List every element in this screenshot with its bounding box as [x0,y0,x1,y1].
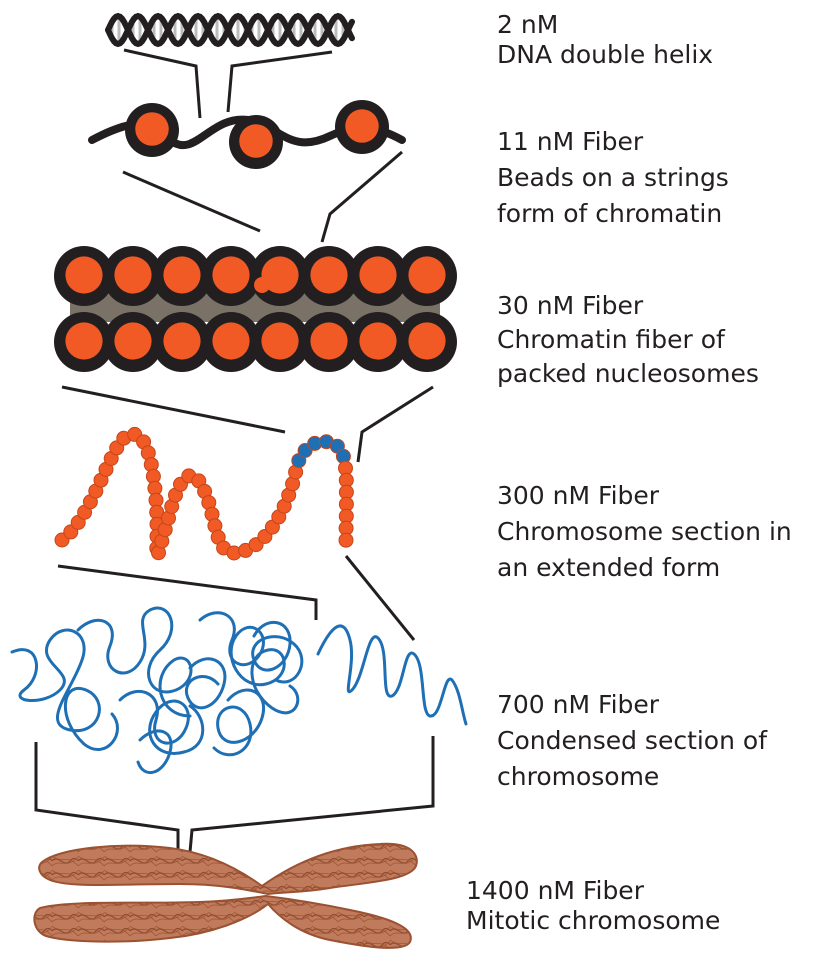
nucleosome [397,246,457,306]
level-2nm-label: 2 nM DNA double helix [497,10,713,70]
nucleosome [229,115,283,169]
nucleosome [335,100,389,154]
histone-core [212,256,249,293]
300nm-fiber [55,427,353,560]
histone-core [212,322,249,359]
level-size: 1400 nM Fiber [466,876,720,906]
condensed-strand-5 [214,690,264,755]
histone-core [114,256,151,293]
level-description: Mitotic chromosome [466,906,720,936]
condensed-chromosome-section [12,608,466,773]
level-30nm-label: 30 nM Fiber Chromatin fiber of packed nu… [497,291,759,389]
condensed-strand-7 [186,659,225,708]
level-description: Condensed section of [497,726,767,756]
level-700nm-label: 700 nM Fiber Condensed section of chromo… [497,690,767,792]
level-11nm-label: 11 nM Fiber Beads on a strings form of c… [497,127,729,229]
level-300nm-label: 300 nM Fiber Chromosome section in an ex… [497,481,792,583]
level-size: 300 nM Fiber [497,481,792,511]
level-description: form of chromatin [497,199,729,229]
extended-coil [318,626,466,724]
histone-core [65,256,102,293]
condensed-strand-1 [12,630,117,749]
nucleosome [397,312,457,372]
mitotic-chromosome [34,844,417,948]
histone-core [345,109,378,142]
nucleosome [125,103,179,157]
level-description: Chromosome section in [497,517,792,547]
nucleosome-group [125,100,389,169]
level-size: 700 nM Fiber [497,690,767,720]
30nm-fiber [54,246,457,372]
histone-core [408,322,445,359]
histone-core [408,256,445,293]
histone-core [359,322,396,359]
histone-core [135,112,168,145]
chromatid-upper [39,844,417,894]
level-description: packed nucleosomes [497,359,759,389]
linker-bead [254,277,270,293]
histone-core [310,322,347,359]
histone-core [163,322,200,359]
dna-double-helix [108,16,352,44]
fiber-bead [339,533,353,547]
histone-core [261,322,298,359]
level-size: 11 nM Fiber [497,127,729,157]
level-size: 2 nM [497,10,713,40]
beads-on-string-fiber [92,100,402,169]
histone-core [163,256,200,293]
level-description: an extended form [497,553,792,583]
level-description: Beads on a strings [497,163,729,193]
histone-core [114,322,151,359]
level-1400nm-label: 1400 nM Fiber Mitotic chromosome [466,876,720,936]
histone-core [310,256,347,293]
level-description: DNA double helix [497,40,713,70]
level-description: chromosome [497,762,767,792]
histone-core [359,256,396,293]
level-description: Chromatin fiber of [497,325,759,355]
chromatid-lower [34,896,411,948]
histone-core [65,322,102,359]
histone-core [239,124,272,157]
level-size: 30 nM Fiber [497,291,759,321]
